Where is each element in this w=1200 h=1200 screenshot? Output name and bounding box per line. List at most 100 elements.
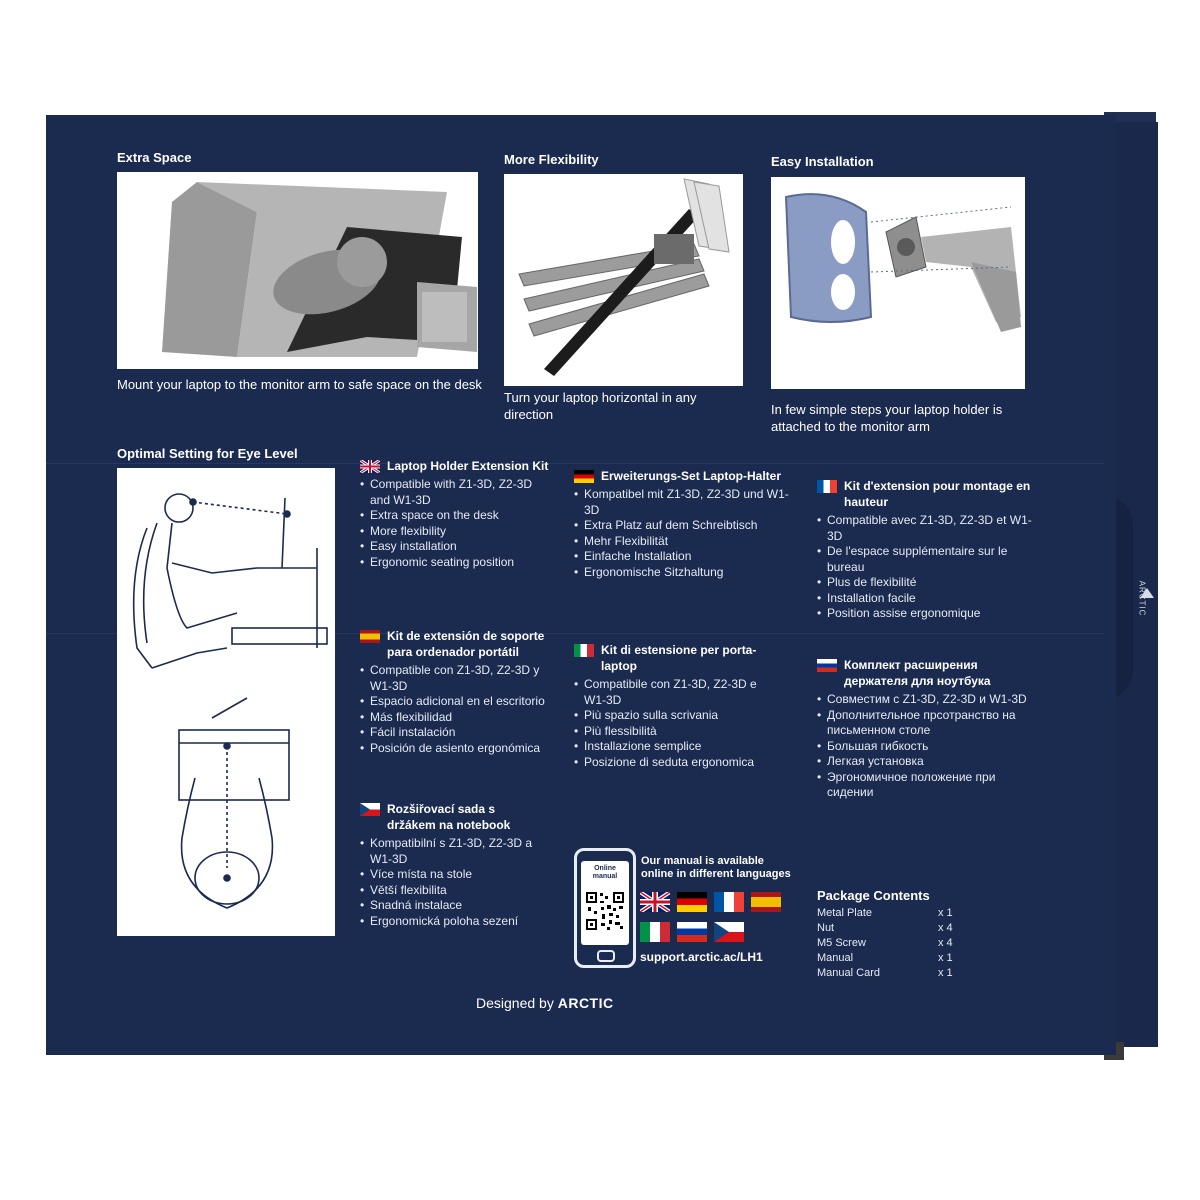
- lang-item-it: Più spazio sulla scrivania: [574, 708, 774, 724]
- lang-block-en: Laptop Holder Extension Kit Compatible w…: [360, 458, 550, 570]
- lang-item-fr: Plus de flexibilité: [817, 575, 1032, 591]
- arctic-brand-logo: ARCTIC: [557, 995, 614, 1011]
- package-item-qty: x 1: [937, 907, 953, 919]
- lang-item-en: Extra space on the desk: [360, 508, 550, 524]
- phone-icon: Online manual: [574, 848, 636, 968]
- lang-item-en: Ergonomic seating position: [360, 555, 550, 571]
- uk-flag-icon: [360, 460, 380, 473]
- lang-block-de: Erweiterungs-Set Laptop-Halter Kompatibe…: [574, 468, 794, 580]
- lang-item-ru: Большая гибкость: [817, 739, 1032, 755]
- lang-block-ru: Комплект расширения держателя для ноутбу…: [817, 657, 1032, 801]
- fold-line-upper: [46, 463, 1104, 464]
- czech-flag-icon: [360, 803, 380, 816]
- lang-item-it: Compatibile con Z1-3D, Z2-3D e W1-3D: [574, 677, 774, 708]
- lang-item-ru: Совместим с Z1-3D, Z2-3D и W1-3D: [817, 692, 1032, 708]
- lang-title-en: Laptop Holder Extension Kit: [387, 459, 549, 473]
- package-item-name: Manual: [817, 952, 854, 964]
- uk-flag-icon: [640, 892, 670, 912]
- lang-item-fr: De l'espace supplémentaire sur le bureau: [817, 544, 1032, 575]
- package-contents-table: Metal Plate x 1 Nut x 4 M5 Screw x 4 Manual…: [817, 906, 953, 981]
- caption-more-flexibility: Turn your laptop horizontal in any direc…: [504, 390, 697, 422]
- eye-level-illustration: [117, 468, 335, 936]
- package-contents-title: Package Contents: [817, 888, 930, 903]
- lang-item-it: Installazione semplice: [574, 739, 774, 755]
- heading-easy-installation: Easy Installation: [771, 154, 874, 169]
- phone-home-button: [597, 950, 615, 962]
- table-row: M5 Screw x 4: [817, 936, 953, 951]
- czech-flag-icon: [714, 922, 744, 942]
- spanish-flag-icon: [751, 892, 781, 912]
- package-item-name: M5 Screw: [817, 937, 866, 949]
- lang-item-ru: Эргономичное положение при сидении: [817, 770, 1032, 801]
- footer-designed-by: Designed by ARCTIC: [476, 995, 614, 1011]
- lang-item-es: Compatible con Z1-3D, Z2-3D y W1-3D: [360, 663, 555, 694]
- package-contents: Package Contents Metal Plate x 1 Nut x 4 M…: [817, 888, 953, 981]
- lang-item-it: Più flessibilità: [574, 724, 774, 740]
- lang-item-cz: Ergonomická poloha sezení: [360, 914, 545, 930]
- package-item-name: Nut: [817, 922, 835, 934]
- more-flexibility-illustration: [504, 174, 743, 386]
- italian-flag-icon: [640, 922, 670, 942]
- german-flag-icon: [677, 892, 707, 912]
- lang-item-it: Posizione di seduta ergonomica: [574, 755, 774, 771]
- phone-screen: Online manual: [581, 861, 629, 945]
- italian-flag-icon: [574, 644, 594, 657]
- lang-title-es: Kit de extensión de soporte para ordenad…: [387, 629, 545, 659]
- lang-item-en: More flexibility: [360, 524, 550, 540]
- manual-language-flags: [640, 892, 790, 952]
- lang-title-fr: Kit d'extension pour montage en hauteur: [844, 479, 1031, 509]
- fold-line-lower: [46, 633, 1104, 634]
- lang-block-it: Kit di estensione per porta-laptop Compa…: [574, 642, 774, 770]
- lang-block-cz: Rozšiřovací sada s držákem na notebook K…: [360, 801, 545, 929]
- manual-url-link[interactable]: support.arctic.ac/LH1: [640, 950, 763, 964]
- russian-flag-icon: [677, 922, 707, 942]
- side-brand-arrow-icon: [1140, 588, 1154, 598]
- lang-item-cz: Kompatibilní s Z1-3D, Z2-3D a W1-3D: [360, 836, 545, 867]
- qr-code-icon: [585, 891, 625, 931]
- heading-more-flexibility: More Flexibility: [504, 152, 599, 167]
- package-item-name: Metal Plate: [817, 907, 873, 919]
- lang-block-fr: Kit d'extension pour montage en hauteur …: [817, 478, 1032, 622]
- lang-title-it: Kit di estensione per porta-laptop: [601, 643, 757, 673]
- table-row: Nut x 4: [817, 921, 953, 936]
- lang-item-fr: Position assise ergonomique: [817, 606, 1032, 622]
- table-row: Manual x 1: [817, 951, 953, 966]
- lang-item-cz: Větší flexibilita: [360, 883, 545, 899]
- lang-item-ru: Дополнительное прсотранство на письменно…: [817, 708, 1032, 739]
- package-item-name: Manual Card: [817, 967, 880, 979]
- lang-item-de: Kompatibel mit Z1-3D, Z2-3D und W1-3D: [574, 487, 794, 518]
- lang-item-de: Einfache Installation: [574, 549, 794, 565]
- lang-item-ru: Легкая установка: [817, 754, 1032, 770]
- designed-by-text: Designed by: [476, 995, 554, 1011]
- lang-block-es: Kit de extensión de soporte para ordenad…: [360, 628, 555, 756]
- caption-extra-space: Mount your laptop to the monitor arm to …: [117, 377, 482, 392]
- lang-item-en: Compatible with Z1-3D, Z2-3D and W1-3D: [360, 477, 550, 508]
- package-item-qty: x 1: [937, 952, 953, 964]
- heading-eye-level: Optimal Setting for Eye Level: [117, 446, 298, 461]
- manual-online-text: Our manual is available online in differ…: [641, 855, 791, 880]
- russian-flag-icon: [817, 659, 837, 672]
- lang-item-es: Espacio adicional en el escritorio: [360, 694, 555, 710]
- lang-title-de: Erweiterungs-Set Laptop-Halter: [601, 469, 782, 483]
- lang-item-en: Easy installation: [360, 539, 550, 555]
- spanish-flag-icon: [360, 630, 380, 643]
- lang-item-fr: Compatible avec Z1-3D, Z2-3D et W1-3D: [817, 513, 1032, 544]
- table-row: Metal Plate x 1: [817, 906, 953, 921]
- lang-title-ru: Комплект расширения держателя для ноутбу…: [844, 658, 991, 688]
- lang-item-fr: Installation facile: [817, 591, 1032, 607]
- package-item-qty: x 4: [937, 922, 953, 934]
- lang-item-de: Ergonomische Sitzhaltung: [574, 565, 794, 581]
- lang-item-de: Extra Platz auf dem Schreibtisch: [574, 518, 794, 534]
- lang-item-es: Posición de asiento ergonómica: [360, 741, 555, 757]
- easy-installation-illustration: [771, 177, 1025, 389]
- side-brand-label: ARCTIC: [1137, 580, 1147, 617]
- french-flag-icon: [714, 892, 744, 912]
- lang-item-cz: Více místa na stole: [360, 867, 545, 883]
- lang-title-cz: Rozšiřovací sada s držákem na notebook: [387, 802, 511, 832]
- caption-easy-installation: In few simple steps your laptop holder i…: [771, 402, 1003, 434]
- lang-item-de: Mehr Flexibilität: [574, 534, 794, 550]
- heading-extra-space: Extra Space: [117, 150, 192, 165]
- lang-item-cz: Snadná instalace: [360, 898, 545, 914]
- package-item-qty: x 4: [937, 937, 953, 949]
